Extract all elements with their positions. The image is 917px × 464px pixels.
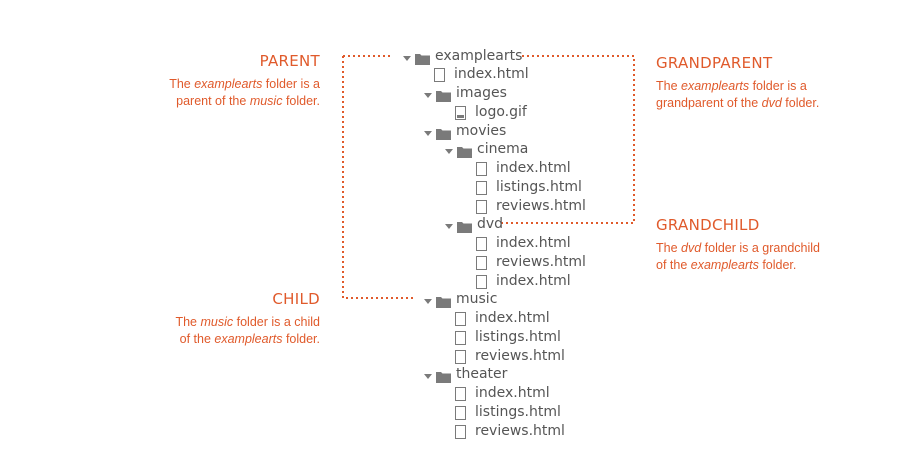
grandparent-grandchild-connector [500,55,635,224]
folder-icon [457,218,472,234]
child-note-body: The music folder is a child of the examp… [120,314,320,348]
file-icon [476,236,487,251]
grandchild-note: GRANDCHILD The dvd folder is a grandchil… [656,216,896,274]
parent-note-line2: parent of the music folder. [176,94,320,108]
file-name: index.html [496,272,571,289]
parent-note-line1: The examplearts folder is a [169,77,320,91]
folder-row-theater[interactable]: theater [422,365,507,384]
folder-row-cinema[interactable]: cinema [443,140,528,159]
grandchild-note-body: The dvd folder is a grandchild of the ex… [656,240,896,274]
folder-name: cinema [477,141,529,158]
folder-icon [436,125,451,140]
folder-name: dvd [477,216,504,233]
file-row-index-html[interactable]: index.html [455,309,550,328]
folder-icon [415,50,430,65]
file-icon [476,199,487,214]
grandparent-note-body: The examplearts folder is a grandparent … [656,78,896,112]
file-row-index-html[interactable]: index.html [455,384,550,403]
child-note-line2: of the examplearts folder. [179,332,320,346]
grandparent-note-line1: The examplearts folder is a [656,79,807,93]
folder-name: movies [456,122,507,139]
grandchild-note-title: GRANDCHILD [656,216,760,234]
file-name: reviews.html [475,347,565,364]
file-name: index.html [496,160,571,176]
file-name: listings.html [475,328,561,345]
expand-arrow-icon[interactable] [443,218,455,230]
grandparent-note-line2: grandparent of the dvd folder. [656,96,820,110]
file-icon [476,255,487,270]
file-icon [434,67,445,83]
file-icon [476,161,487,176]
file-row-index-html[interactable]: index.html [476,234,571,253]
file-name: reviews.html [496,253,586,270]
child-note-title: CHILD [272,290,320,308]
file-icon [455,330,466,345]
file-name: logo.gif [475,103,527,120]
file-row-index-html[interactable]: index.html [434,65,529,84]
file-icon [476,274,487,289]
file-name: index.html [496,235,571,251]
expand-arrow-icon[interactable] [422,87,434,99]
folder-name: images [456,85,507,101]
file-name: index.html [475,310,550,326]
grandparent-note: GRANDPARENT The examplearts folder is a … [656,54,896,112]
file-row-index-html[interactable]: index.html [476,159,571,178]
file-name: index.html [454,66,529,83]
file-row-listings-html[interactable]: listings.html [455,327,561,346]
file-icon [455,386,466,401]
child-note-line1: The music folder is a child [175,315,320,329]
folder-row-music[interactable]: music [422,290,497,309]
file-row-listings-html[interactable]: listings.html [476,177,582,196]
folder-row-movies[interactable]: movies [422,121,506,140]
file-name: reviews.html [496,197,586,214]
expand-arrow-icon[interactable] [422,293,434,305]
file-row-reviews-html[interactable]: reviews.html [476,252,586,271]
file-icon [455,349,466,364]
parent-note-title: PARENT [259,52,320,70]
image-file-icon [455,105,466,120]
folder-icon [436,368,451,384]
file-icon [476,180,487,195]
file-row-reviews-html[interactable]: reviews.html [455,346,565,365]
file-icon [455,405,466,420]
file-icon [455,424,466,439]
folder-name: theater [456,366,508,383]
grandparent-note-title: GRANDPARENT [656,54,773,72]
file-row-listings-html[interactable]: listings.html [455,402,561,421]
file-icon [455,311,466,326]
file-name: reviews.html [475,422,565,439]
folder-name: music [456,291,498,308]
file-row-index-html[interactable]: index.html [476,271,571,290]
folder-row-dvd[interactable]: dvd [443,215,503,234]
parent-note-body: The examplearts folder is a parent of th… [120,76,320,110]
expand-arrow-icon[interactable] [443,143,455,155]
expand-arrow-icon[interactable] [422,368,434,380]
file-row-reviews-html[interactable]: reviews.html [476,196,586,215]
file-name: listings.html [496,178,582,195]
folder-row-images[interactable]: images [422,84,507,103]
file-row-reviews-html[interactable]: reviews.html [455,421,565,440]
folder-row-examplearts[interactable]: examplearts [401,46,522,65]
file-row-logo-gif[interactable]: logo.gif [455,102,527,121]
grandchild-note-line1: The dvd folder is a grandchild [656,241,820,255]
file-name: listings.html [475,403,561,420]
grandchild-note-line2: of the examplearts folder. [656,258,797,272]
parent-child-connector [342,55,413,299]
child-note: CHILD The music folder is a child of the… [120,290,320,348]
expand-arrow-icon[interactable] [401,50,413,62]
file-name: index.html [475,385,550,401]
folder-icon [436,293,451,309]
folder-icon [457,143,472,159]
parent-note: PARENT The examplearts folder is a paren… [120,52,320,110]
folder-name: examplearts [435,47,523,64]
expand-arrow-icon[interactable] [422,125,434,137]
folder-icon [436,87,451,102]
